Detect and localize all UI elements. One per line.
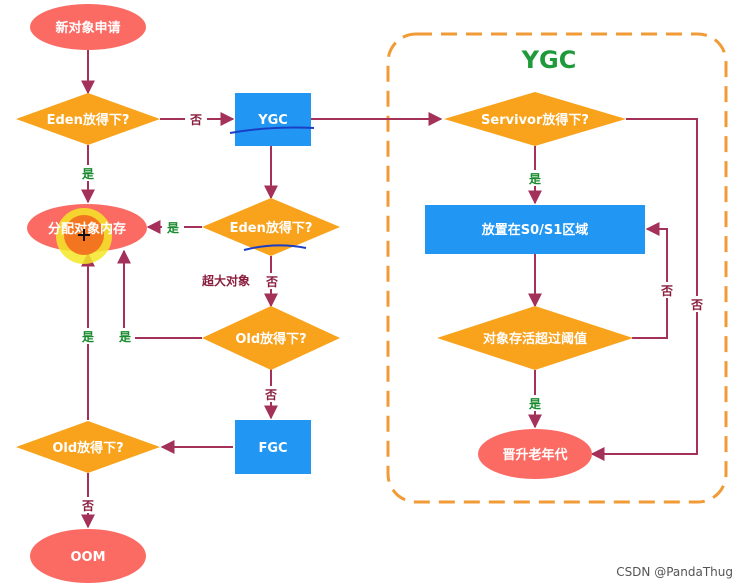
node-survivor-check-shape bbox=[444, 92, 626, 146]
node-eden-check-2-annotation-mark bbox=[243, 244, 307, 251]
node-eden-check-1-shape bbox=[16, 93, 160, 145]
label-age-to-promote: 是 bbox=[528, 397, 542, 411]
label-bg-old2-yes bbox=[77, 328, 99, 344]
node-new-object-label: 新对象申请 bbox=[55, 20, 120, 36]
label-eden1-to-ygc: 否 bbox=[189, 113, 202, 127]
node-old-check-1-label: Old放得下? bbox=[235, 331, 306, 347]
label-bg-eden2-yes bbox=[162, 219, 184, 235]
node-allocate-memory-label: 分配对象内存 bbox=[48, 221, 126, 237]
node-new-object-shape bbox=[30, 4, 146, 50]
label-old2-to-oom: 否 bbox=[81, 499, 94, 513]
node-fgc-label: FGC bbox=[258, 441, 287, 456]
label-bg-eden2-no bbox=[262, 273, 282, 289]
label-bg-eden1-yes bbox=[77, 165, 99, 181]
node-eden-check-2-label: Eden放得下? bbox=[230, 220, 313, 236]
node-ygc-label: YGC bbox=[257, 113, 288, 128]
label-bg-old1-yes bbox=[113, 328, 135, 344]
label-survivor-to-promote: 否 bbox=[690, 298, 703, 312]
label-bg-survivor-yes bbox=[524, 170, 546, 186]
node-promote-old-shape bbox=[478, 429, 592, 479]
node-ygc-shape bbox=[235, 93, 311, 146]
edge-old1-to-allocate bbox=[117, 249, 202, 339]
node-eden-check-2-shape bbox=[202, 198, 340, 256]
node-place-s0s1-shape bbox=[425, 205, 645, 254]
label-old1-to-fgc: 否 bbox=[264, 388, 277, 402]
label-bg-old2-no bbox=[78, 497, 98, 513]
ygc-container bbox=[386, 32, 728, 504]
cursor-crosshair-icon bbox=[78, 229, 90, 241]
node-age-threshold-shape bbox=[437, 306, 633, 370]
label-old1-to-allocate: 是 bbox=[118, 330, 132, 344]
node-old-check-2-label: Old放得下? bbox=[52, 440, 123, 456]
node-place-s0s1-label: 放置在S0/S1区域 bbox=[481, 222, 589, 238]
node-oom-shape bbox=[30, 529, 146, 583]
edge-survivor-to-promote bbox=[590, 118, 698, 461]
node-eden-check-1-label: Eden放得下? bbox=[47, 112, 130, 128]
node-age-threshold-label: 对象存活超过阈值 bbox=[483, 331, 587, 347]
label-bg-age-no bbox=[657, 282, 677, 298]
label-eden1-to-allocate: 是 bbox=[81, 167, 95, 181]
node-oom-label: OOM bbox=[70, 550, 105, 565]
label-eden2-to-allocate: 是 bbox=[166, 221, 180, 235]
node-survivor-check-label: Servivor放得下? bbox=[481, 112, 589, 128]
label-bg-old1-no bbox=[261, 386, 281, 402]
node-old-check-2-shape bbox=[16, 421, 160, 473]
node-promote-old-label: 晋升老年代 bbox=[502, 447, 567, 463]
label-survivor-to-place: 是 bbox=[528, 172, 542, 186]
label-old2-to-allocate: 是 bbox=[81, 330, 95, 344]
label-age-to-place: 否 bbox=[660, 284, 673, 298]
label-large-object: 超大对象 bbox=[201, 273, 250, 288]
node-old-check-1-shape bbox=[202, 306, 340, 370]
label-bg-age-yes bbox=[524, 395, 546, 411]
node-ygc-annotation-mark bbox=[229, 126, 315, 134]
ygc-container-title: YGC bbox=[521, 46, 577, 74]
label-eden2-to-old1: 否 bbox=[265, 275, 278, 289]
watermark: CSDN @PandaThug bbox=[616, 565, 733, 579]
label-bg-survivor-no bbox=[687, 296, 707, 312]
label-bg-eden1-no bbox=[185, 111, 207, 127]
node-fgc-shape bbox=[235, 420, 311, 474]
